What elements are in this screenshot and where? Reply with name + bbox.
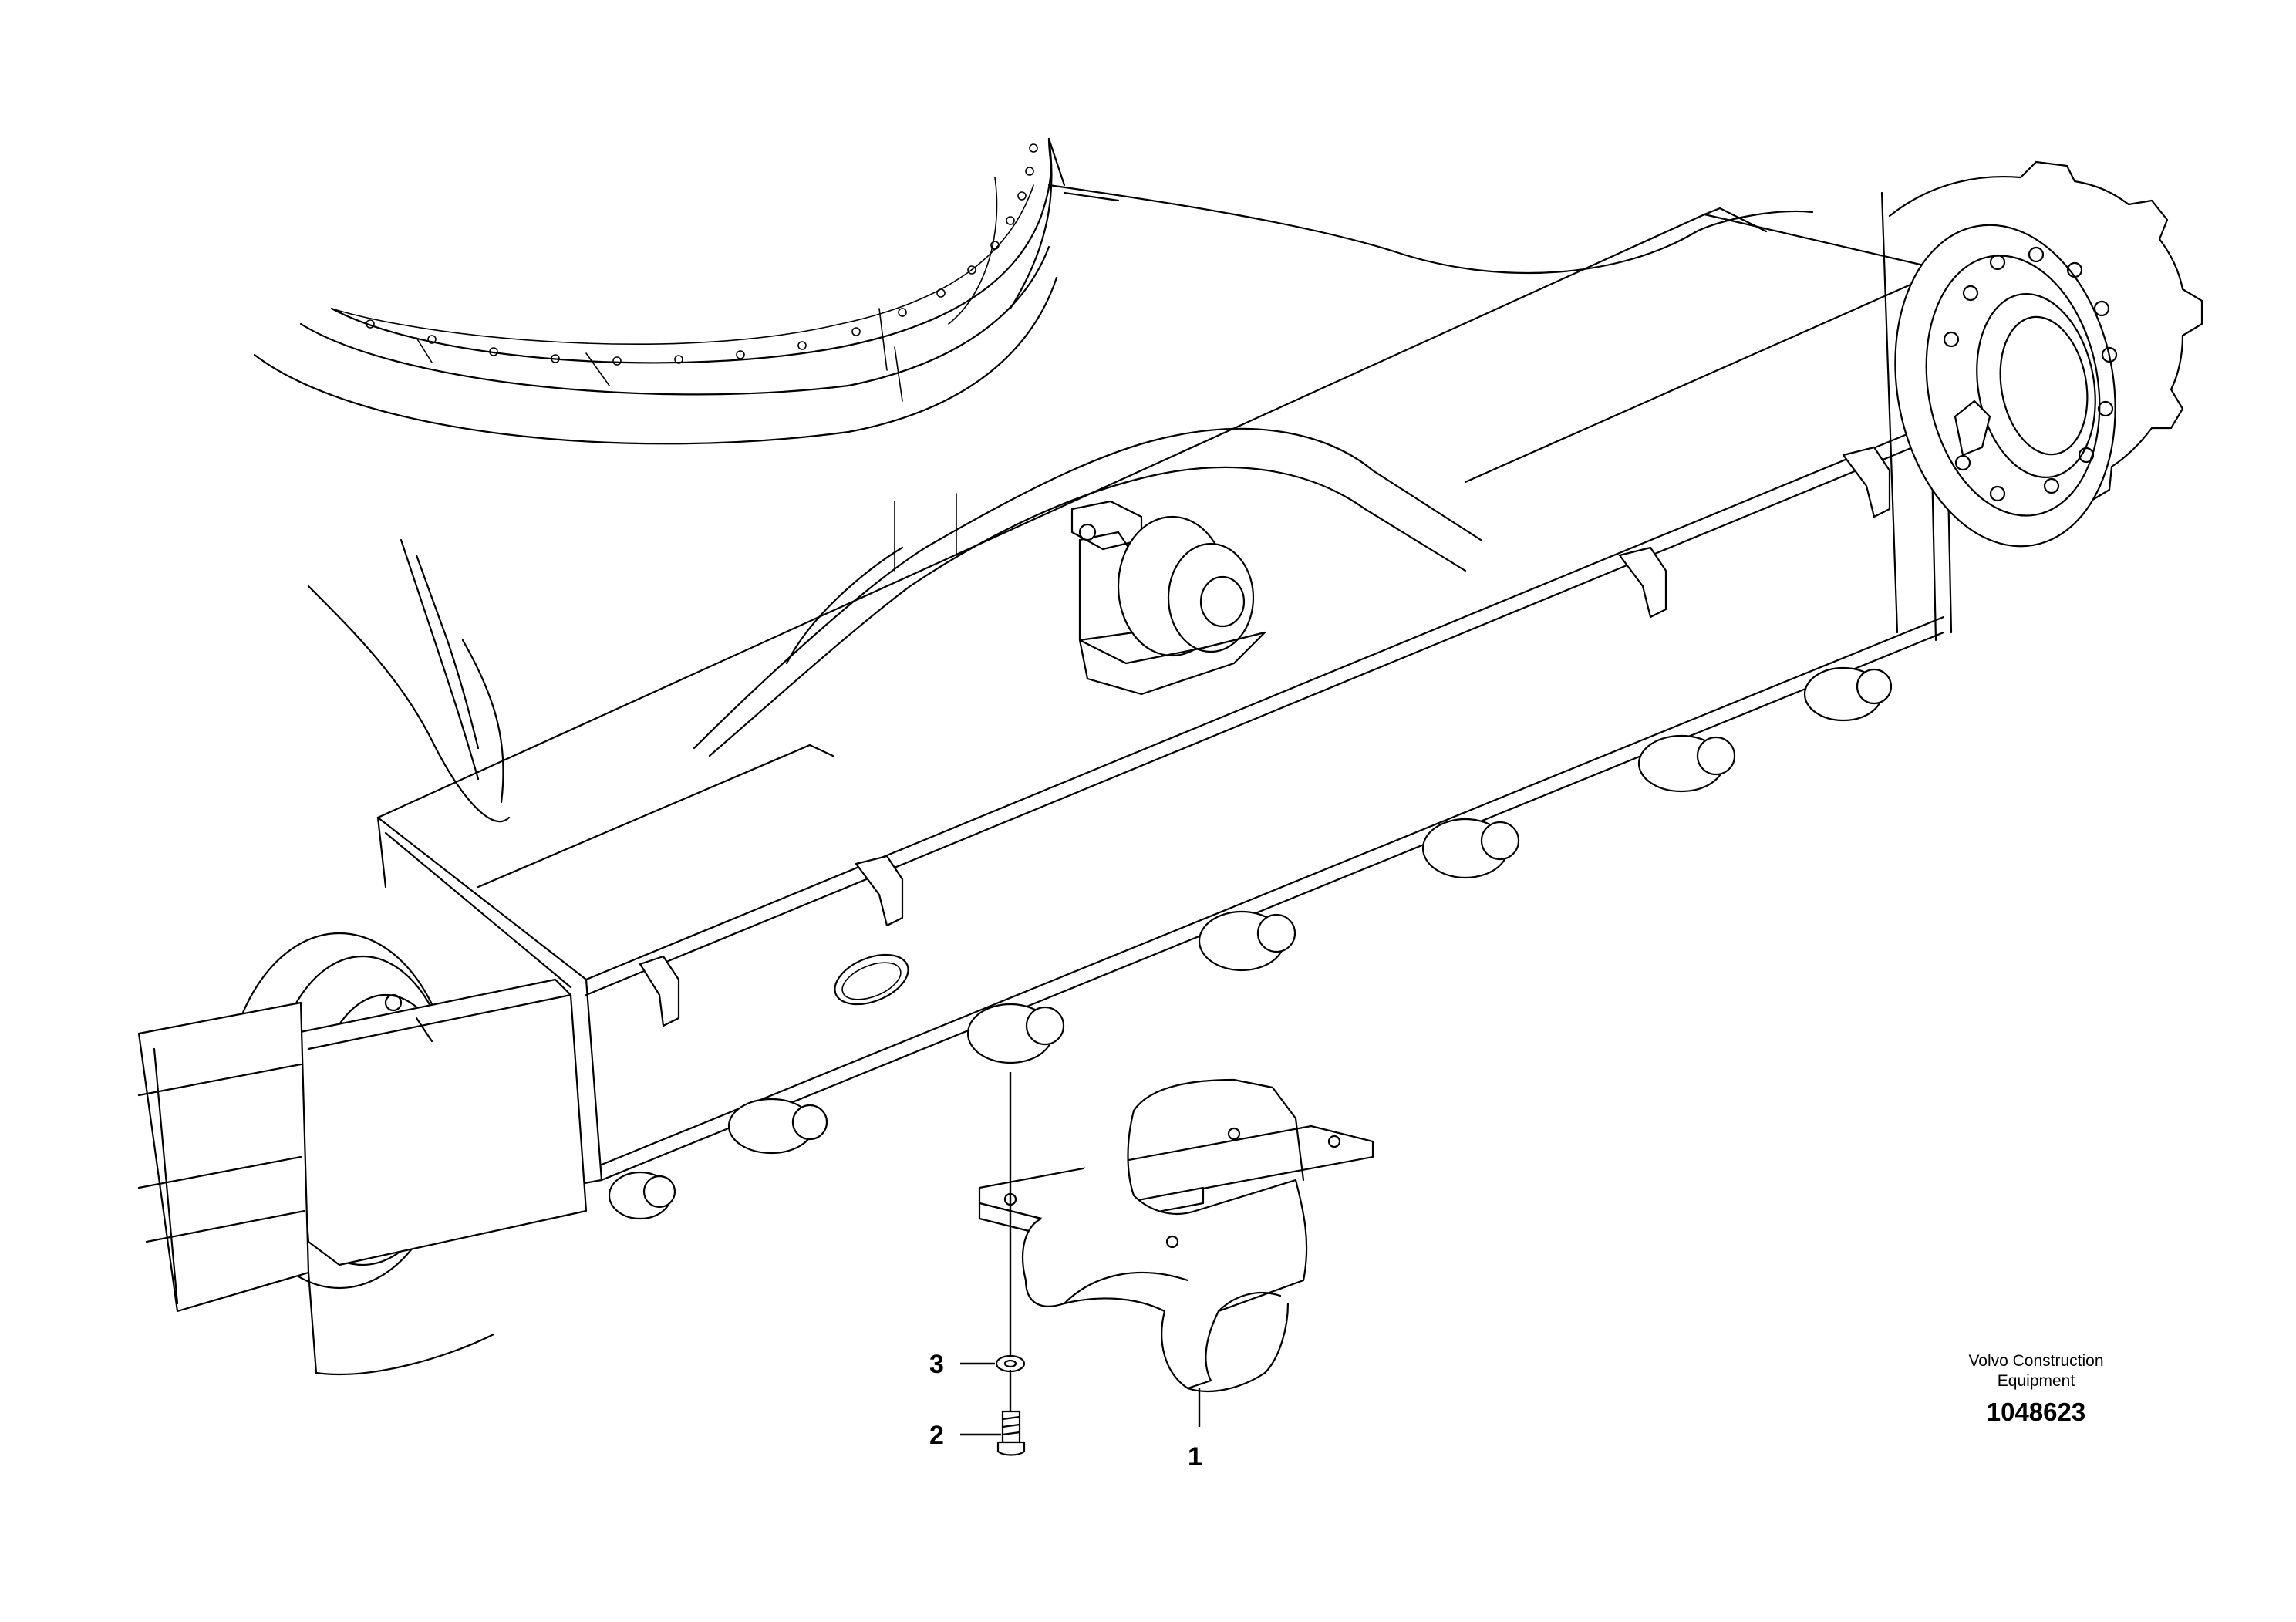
drive-sprocket	[1880, 160, 2203, 634]
track-guard-part	[978, 1078, 1374, 1393]
callout-number-2: 2	[929, 1421, 944, 1450]
swing-ring	[253, 137, 1066, 445]
washer-part	[995, 1354, 1026, 1373]
carbody-frame	[307, 184, 1814, 823]
manufacturer-label: Volvo Construction Equipment	[1913, 1351, 2159, 1391]
screw-part	[996, 1410, 1026, 1456]
manufacturer-line-2: Equipment	[1997, 1372, 2075, 1390]
track-rollers	[608, 666, 1893, 1220]
ring-bolt-holes	[366, 143, 1038, 366]
manufacturer-line-1: Volvo Construction	[1968, 1352, 2104, 1370]
callout-number-3: 3	[929, 1350, 944, 1379]
front-idler	[137, 932, 588, 1376]
carrier-roller	[1070, 500, 1266, 696]
callout-number-1: 1	[1188, 1442, 1202, 1472]
frame-lugs	[639, 446, 1891, 1027]
figure-number: 1048623	[1986, 1398, 2086, 1426]
